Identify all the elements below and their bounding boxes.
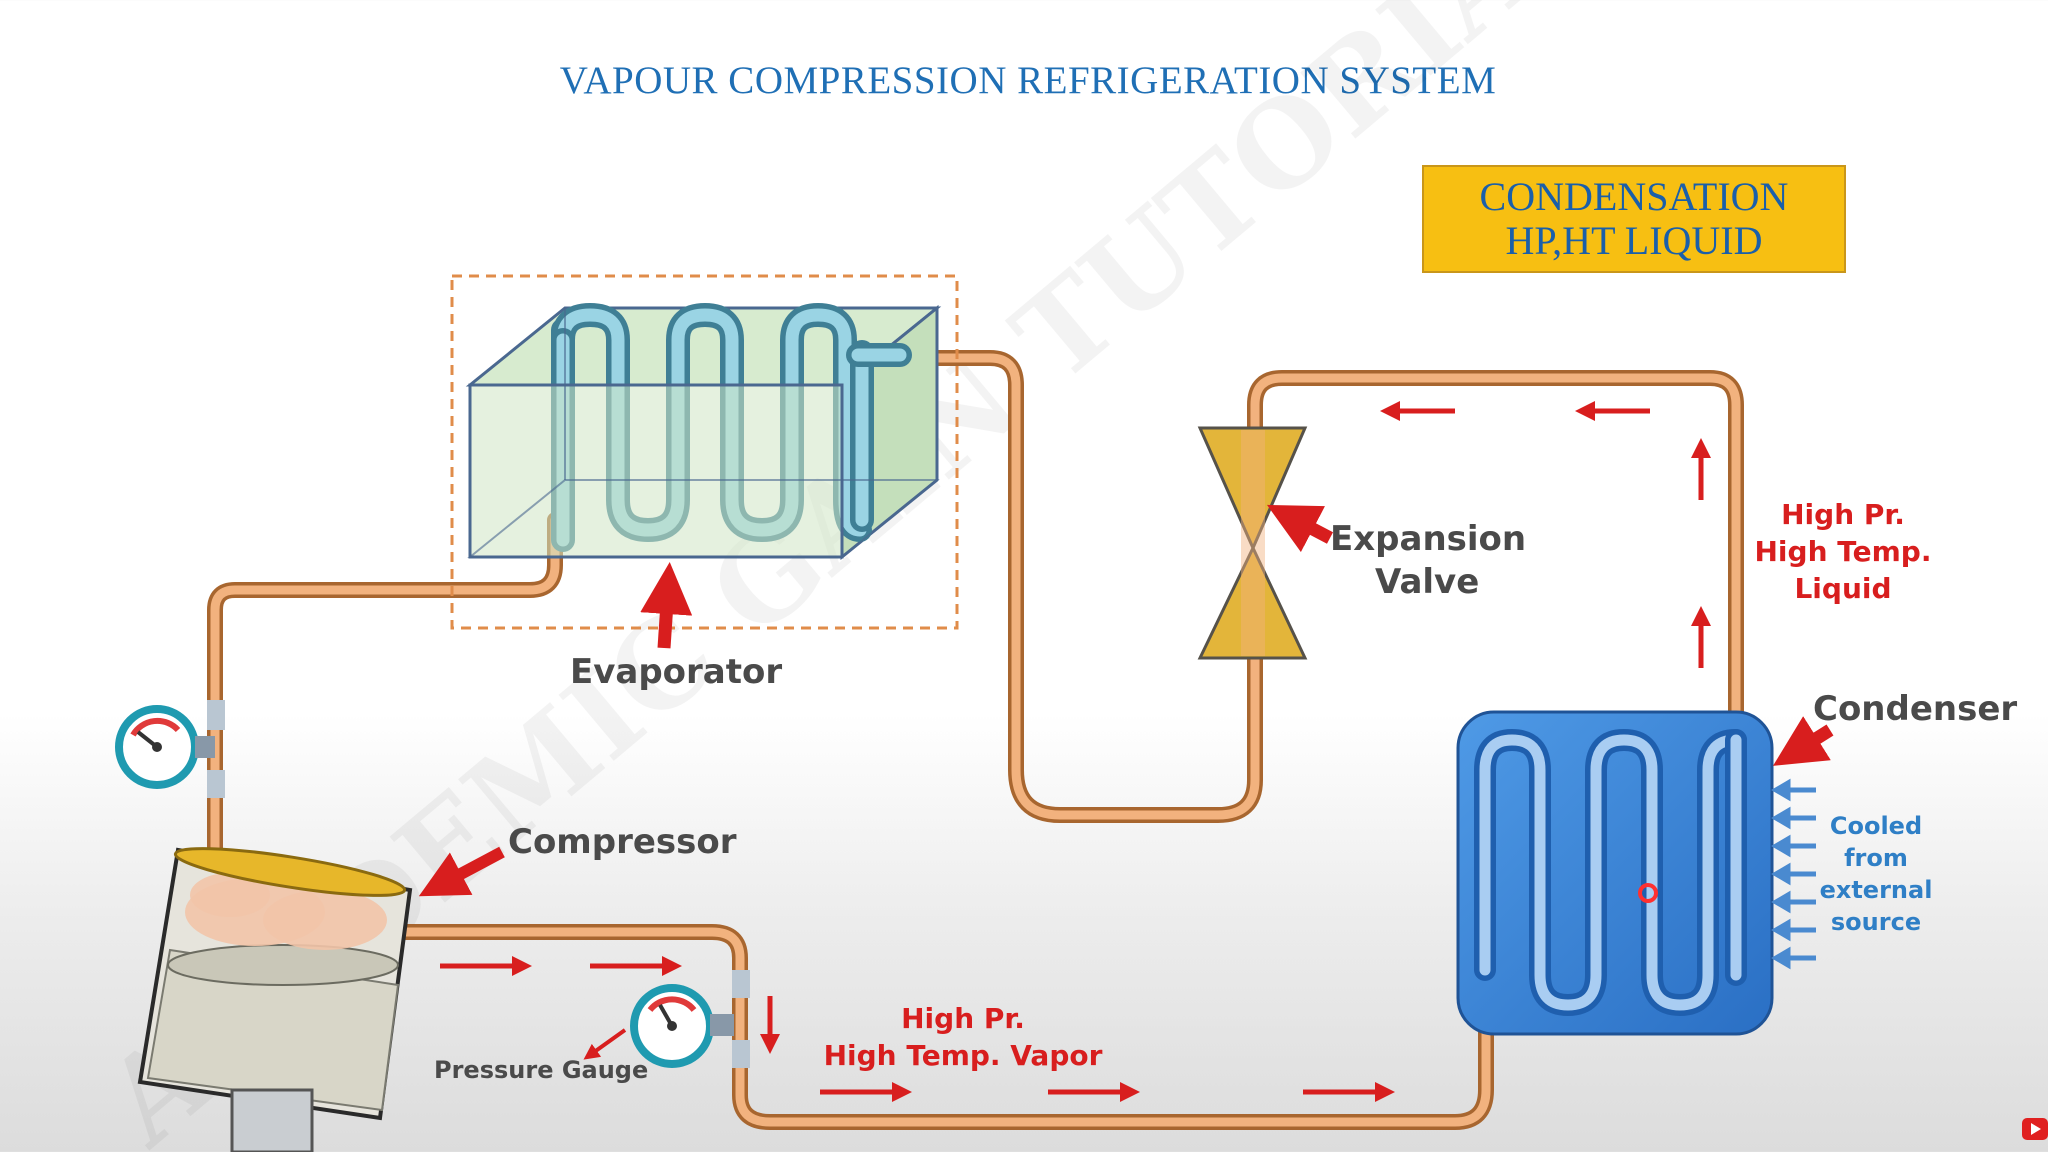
pipe-fitting (732, 970, 750, 998)
pointer-arrow-icon (640, 562, 693, 649)
pointer-arrows (418, 504, 1834, 1060)
compressor-label: Compressor (508, 822, 737, 862)
cooled-from-line2: from (1844, 844, 1908, 872)
pointer-arrow-icon (418, 846, 505, 897)
pressure-gauge-icon (630, 984, 734, 1068)
pipe-fitting (207, 700, 225, 730)
evaporator-box-front (468, 383, 844, 559)
compressor (137, 847, 413, 1152)
pointer-arrow-icon (1266, 504, 1334, 553)
evaporator (450, 274, 959, 630)
page-title: VAPOUR COMPRESSION REFRIGERATION SYSTEM (559, 59, 1497, 102)
expansion-valve-label-line1: Expansion (1330, 519, 1526, 559)
pressure-gauge-icon (115, 705, 215, 789)
pipe-network (207, 350, 1744, 1130)
flow-arrows (440, 401, 1711, 1102)
condenser (1456, 710, 1774, 1036)
cooled-from-line3: external (1820, 876, 1933, 904)
expansion-valve (1197, 426, 1308, 660)
pipe-fitting (732, 1040, 750, 1068)
evaporator-label: Evaporator (570, 652, 782, 692)
cooling-arrows (1771, 778, 1816, 970)
high-pr-vapor-line1: High Pr. (901, 1002, 1025, 1035)
high-pr-vapor-line2: High Temp. Vapor (824, 1039, 1103, 1072)
cooled-from-line1: Cooled (1830, 812, 1922, 840)
high-pr-liquid-line2: High Temp. (1755, 535, 1932, 568)
state-box-line2: HP,HT LIQUID (1505, 218, 1763, 263)
pointer-arrow-icon (583, 1028, 627, 1060)
state-box-line1: CONDENSATION (1479, 174, 1789, 219)
evaporator-dashed-outline (450, 274, 959, 630)
condenser-label: Condenser (1813, 689, 2017, 729)
high-pr-liquid-line1: High Pr. (1781, 498, 1905, 531)
youtube-icon (2022, 1118, 2048, 1140)
cooled-from-line4: source (1831, 908, 1921, 936)
pipe-fitting (207, 770, 225, 798)
expansion-valve-label-line2: Valve (1375, 562, 1479, 602)
state-box: CONDENSATION HP,HT LIQUID (1422, 165, 1846, 273)
pointer-arrow-icon (1772, 716, 1834, 766)
cursor-dot (1638, 883, 1658, 903)
pressure-gauge-label: Pressure Gauge (434, 1056, 648, 1084)
high-pr-liquid-line3: Liquid (1794, 572, 1891, 605)
